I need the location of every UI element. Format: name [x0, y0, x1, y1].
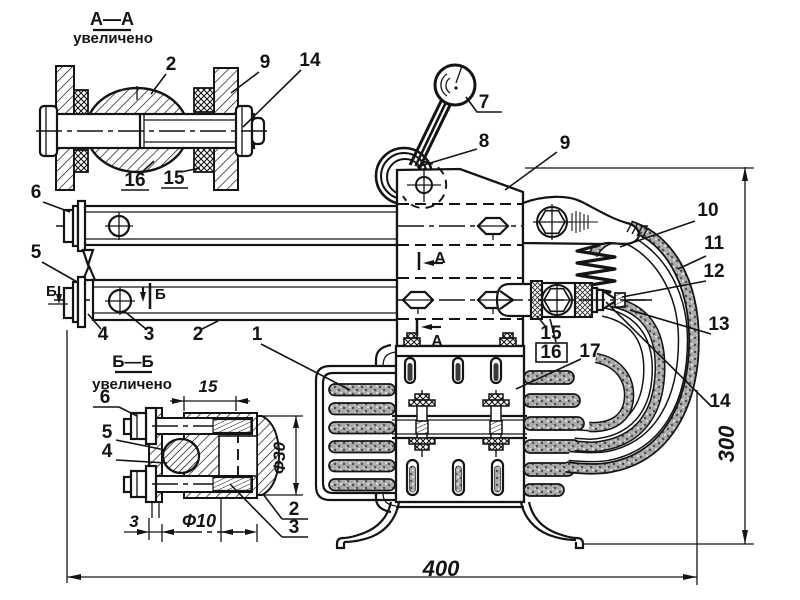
- svg-text:4: 4: [102, 441, 113, 462]
- svg-text:5: 5: [102, 422, 113, 443]
- svg-text:9: 9: [260, 52, 271, 73]
- svg-text:14: 14: [709, 391, 731, 412]
- svg-text:5: 5: [31, 242, 42, 263]
- svg-text:2: 2: [289, 499, 300, 520]
- svg-text:1: 1: [252, 324, 263, 345]
- svg-text:6: 6: [31, 182, 42, 203]
- svg-text:Б: Б: [155, 286, 166, 303]
- svg-text:Ф30: Ф30: [270, 441, 289, 474]
- svg-text:3: 3: [289, 517, 300, 538]
- svg-text:3: 3: [129, 512, 139, 531]
- svg-text:300: 300: [714, 425, 739, 462]
- svg-text:10: 10: [697, 200, 718, 221]
- svg-text:7: 7: [479, 92, 490, 113]
- svg-text:увеличено: увеличено: [92, 376, 172, 393]
- svg-text:Б: Б: [46, 283, 57, 300]
- svg-text:400: 400: [422, 556, 460, 581]
- svg-text:8: 8: [479, 131, 490, 152]
- svg-text:6: 6: [100, 387, 111, 408]
- svg-text:А: А: [434, 250, 446, 267]
- svg-text:16: 16: [124, 170, 145, 191]
- svg-text:4: 4: [98, 324, 109, 345]
- svg-text:9: 9: [560, 133, 571, 154]
- svg-text:11: 11: [704, 233, 725, 254]
- svg-text:12: 12: [703, 261, 724, 282]
- svg-text:2: 2: [166, 54, 177, 75]
- svg-text:17: 17: [579, 341, 600, 362]
- svg-text:2: 2: [193, 324, 204, 345]
- svg-text:13: 13: [708, 314, 729, 335]
- svg-text:16: 16: [540, 342, 561, 363]
- svg-text:3: 3: [144, 324, 155, 345]
- svg-text:15: 15: [163, 168, 185, 189]
- svg-text:А—А: А—А: [90, 9, 134, 29]
- svg-text:14: 14: [299, 50, 321, 71]
- svg-text:увеличено: увеличено: [73, 30, 153, 47]
- svg-text:15: 15: [199, 377, 218, 396]
- svg-text:Б—Б: Б—Б: [112, 352, 153, 371]
- svg-text:Ф10: Ф10: [182, 511, 216, 531]
- svg-text:15: 15: [540, 323, 562, 344]
